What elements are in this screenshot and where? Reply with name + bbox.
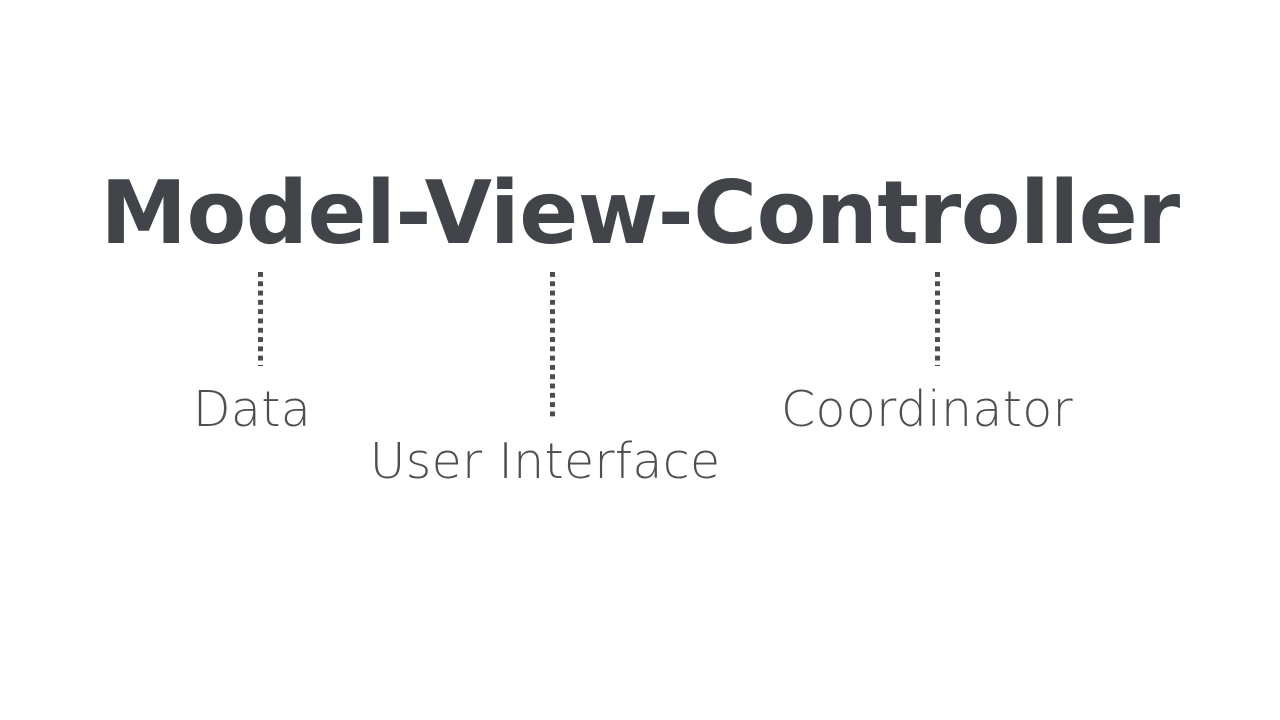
leader-line-view bbox=[550, 272, 555, 417]
annotation-label-controller: Coordinator bbox=[781, 381, 1073, 438]
annotation-label-model: Data bbox=[192, 381, 312, 438]
leader-line-model bbox=[258, 272, 263, 366]
annotation-label-view: User Interface bbox=[369, 433, 721, 490]
leader-line-controller bbox=[935, 272, 940, 366]
page-title: Model-View-Controller bbox=[100, 162, 1180, 264]
